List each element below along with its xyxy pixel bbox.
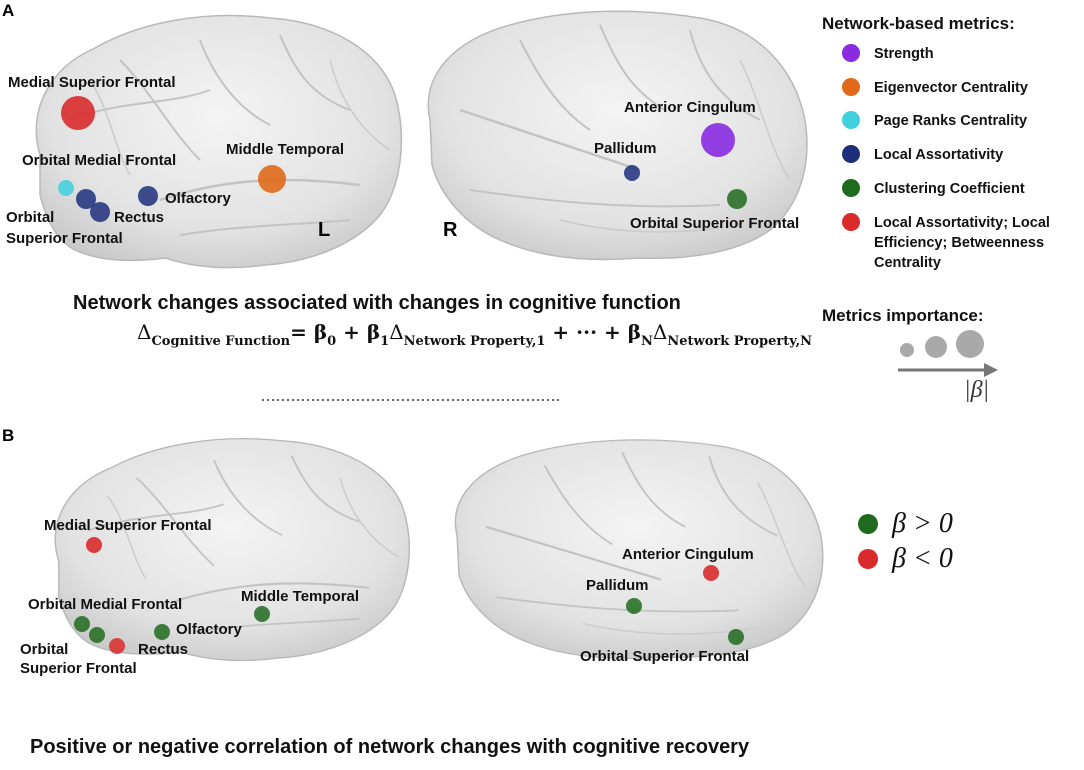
legend-dot bbox=[842, 213, 860, 231]
label-a-olfactory: Olfactory bbox=[165, 190, 232, 207]
node-b-orbital-superior-frontal-right bbox=[728, 629, 744, 645]
right-hemisphere-label: R bbox=[443, 219, 458, 241]
node-b-pallidum bbox=[626, 598, 642, 614]
beta-negative-label: β < 0 bbox=[892, 543, 953, 574]
node-b-middle-temporal bbox=[254, 606, 270, 622]
legend-dot bbox=[842, 44, 860, 62]
beta-negative-item: β < 0 bbox=[858, 543, 953, 575]
eq-sub-cognitive: Cognitive Function bbox=[151, 334, 291, 349]
panel-a-label: A bbox=[2, 1, 14, 20]
node-anterior-cingulum bbox=[701, 123, 735, 157]
legend-item-clustering: Clustering Coefficient bbox=[842, 179, 1084, 199]
label-a-orbital-medial-frontal: Orbital Medial Frontal bbox=[22, 152, 176, 169]
legend-label: Clustering Coefficient bbox=[874, 181, 1025, 197]
legend-dot bbox=[842, 78, 860, 96]
label-a-middle-temporal: Middle Temporal bbox=[226, 141, 344, 158]
label-a-orbital-superior-frontal-2: Superior Frontal bbox=[6, 230, 123, 247]
label-a-anterior-cingulum: Anterior Cingulum bbox=[624, 99, 756, 116]
legend-label: Strength bbox=[874, 46, 934, 62]
legend-item-eigenvector: Eigenvector Centrality bbox=[842, 78, 1084, 98]
eq-sub-npN: Network Property,N bbox=[667, 334, 812, 349]
caption-a: Network changes associated with changes … bbox=[73, 292, 681, 314]
label-a-pallidum: Pallidum bbox=[594, 140, 657, 157]
label-b-anterior-cingulum: Anterior Cingulum bbox=[622, 546, 754, 563]
eq-sub-N: N bbox=[641, 334, 653, 349]
beta-positive-label: β > 0 bbox=[892, 508, 953, 539]
legend-label: Local Assortativity bbox=[874, 147, 1004, 163]
eq-delta-N: Δ bbox=[652, 320, 668, 344]
eq-sub-0: 0 bbox=[327, 334, 337, 349]
legend-dot bbox=[842, 111, 860, 129]
eq-beta0: = β bbox=[290, 320, 328, 344]
label-b-orbital-superior-frontal-right: Orbital Superior Frontal bbox=[580, 648, 749, 665]
label-b-orbital-superior-frontal-1: Orbital bbox=[20, 641, 68, 658]
eq-sub-np1: Network Property,1 bbox=[403, 334, 546, 349]
importance-arrow-head bbox=[984, 363, 998, 377]
eq-betaN: + ··· + β bbox=[545, 320, 642, 344]
legend-item-local-assortativity: Local Assortativity bbox=[842, 145, 1084, 165]
node-olfactory bbox=[138, 186, 158, 206]
legend-label: Local Assortativity; Local Efficiency; B… bbox=[874, 215, 1050, 271]
label-a-medial-superior-frontal: Medial Superior Frontal bbox=[8, 74, 176, 91]
importance-axis-label: |β| bbox=[964, 377, 989, 403]
caption-b: Positive or negative correlation of netw… bbox=[30, 736, 750, 758]
equation: ΔCognitive Function= β0 + β1ΔNetwork Pro… bbox=[137, 320, 812, 349]
label-a-orbital-superior-frontal-right: Orbital Superior Frontal bbox=[630, 215, 799, 232]
node-b-medial-superior-frontal bbox=[86, 537, 102, 553]
node-rectus bbox=[90, 202, 110, 222]
label-b-rectus: Rectus bbox=[138, 641, 188, 658]
node-b-anterior-cingulum bbox=[703, 565, 719, 581]
beta-positive-dot bbox=[858, 514, 878, 534]
legend-label: Eigenvector Centrality bbox=[874, 80, 1028, 96]
label-a-rectus: Rectus bbox=[114, 209, 164, 226]
importance-dot-small bbox=[900, 343, 914, 357]
importance-title: Metrics importance: bbox=[822, 306, 984, 325]
node-b-orbital-superior-frontal bbox=[89, 627, 105, 643]
node-b-rectus bbox=[109, 638, 125, 654]
label-b-orbital-superior-frontal-2: Superior Frontal bbox=[20, 660, 137, 677]
label-b-medial-superior-frontal: Medial Superior Frontal bbox=[44, 517, 212, 534]
legend-label: Page Ranks Centrality bbox=[874, 113, 1028, 129]
beta-negative-dot bbox=[858, 549, 878, 569]
label-b-middle-temporal: Middle Temporal bbox=[241, 588, 359, 605]
label-a-orbital-superior-frontal-1: Orbital bbox=[6, 209, 54, 226]
beta-positive-item: β > 0 bbox=[858, 508, 953, 540]
node-orbital-superior-frontal-right bbox=[727, 189, 747, 209]
legend-item-strength: Strength bbox=[842, 44, 1084, 64]
importance-dot-medium bbox=[925, 336, 947, 358]
importance-dot-large bbox=[956, 330, 984, 358]
legend-dot bbox=[842, 179, 860, 197]
panel-b-label: B bbox=[2, 426, 14, 445]
node-b-olfactory bbox=[154, 624, 170, 640]
eq-beta1: + β bbox=[336, 320, 381, 344]
node-orbital-medial-frontal bbox=[58, 180, 74, 196]
left-hemisphere-label: L bbox=[318, 219, 330, 241]
node-b-orbital-medial-frontal bbox=[74, 616, 90, 632]
legend-item-combined: Local Assortativity; Local Efficiency; B… bbox=[842, 213, 1084, 273]
node-medial-superior-frontal bbox=[61, 96, 95, 130]
node-orbital-superior-frontal bbox=[76, 189, 96, 209]
eq-delta-1: Δ bbox=[389, 320, 404, 344]
legend-title: Network-based metrics: bbox=[822, 14, 1015, 33]
node-middle-temporal bbox=[258, 165, 286, 193]
label-b-orbital-medial-frontal: Orbital Medial Frontal bbox=[28, 596, 182, 613]
legend-dot bbox=[842, 145, 860, 163]
eq-delta: Δ bbox=[137, 320, 152, 344]
label-b-pallidum: Pallidum bbox=[586, 577, 649, 594]
node-pallidum bbox=[624, 165, 640, 181]
legend-item-page-ranks: Page Ranks Centrality bbox=[842, 111, 1084, 131]
eq-sub-1: 1 bbox=[380, 334, 390, 349]
label-b-olfactory: Olfactory bbox=[176, 621, 243, 638]
